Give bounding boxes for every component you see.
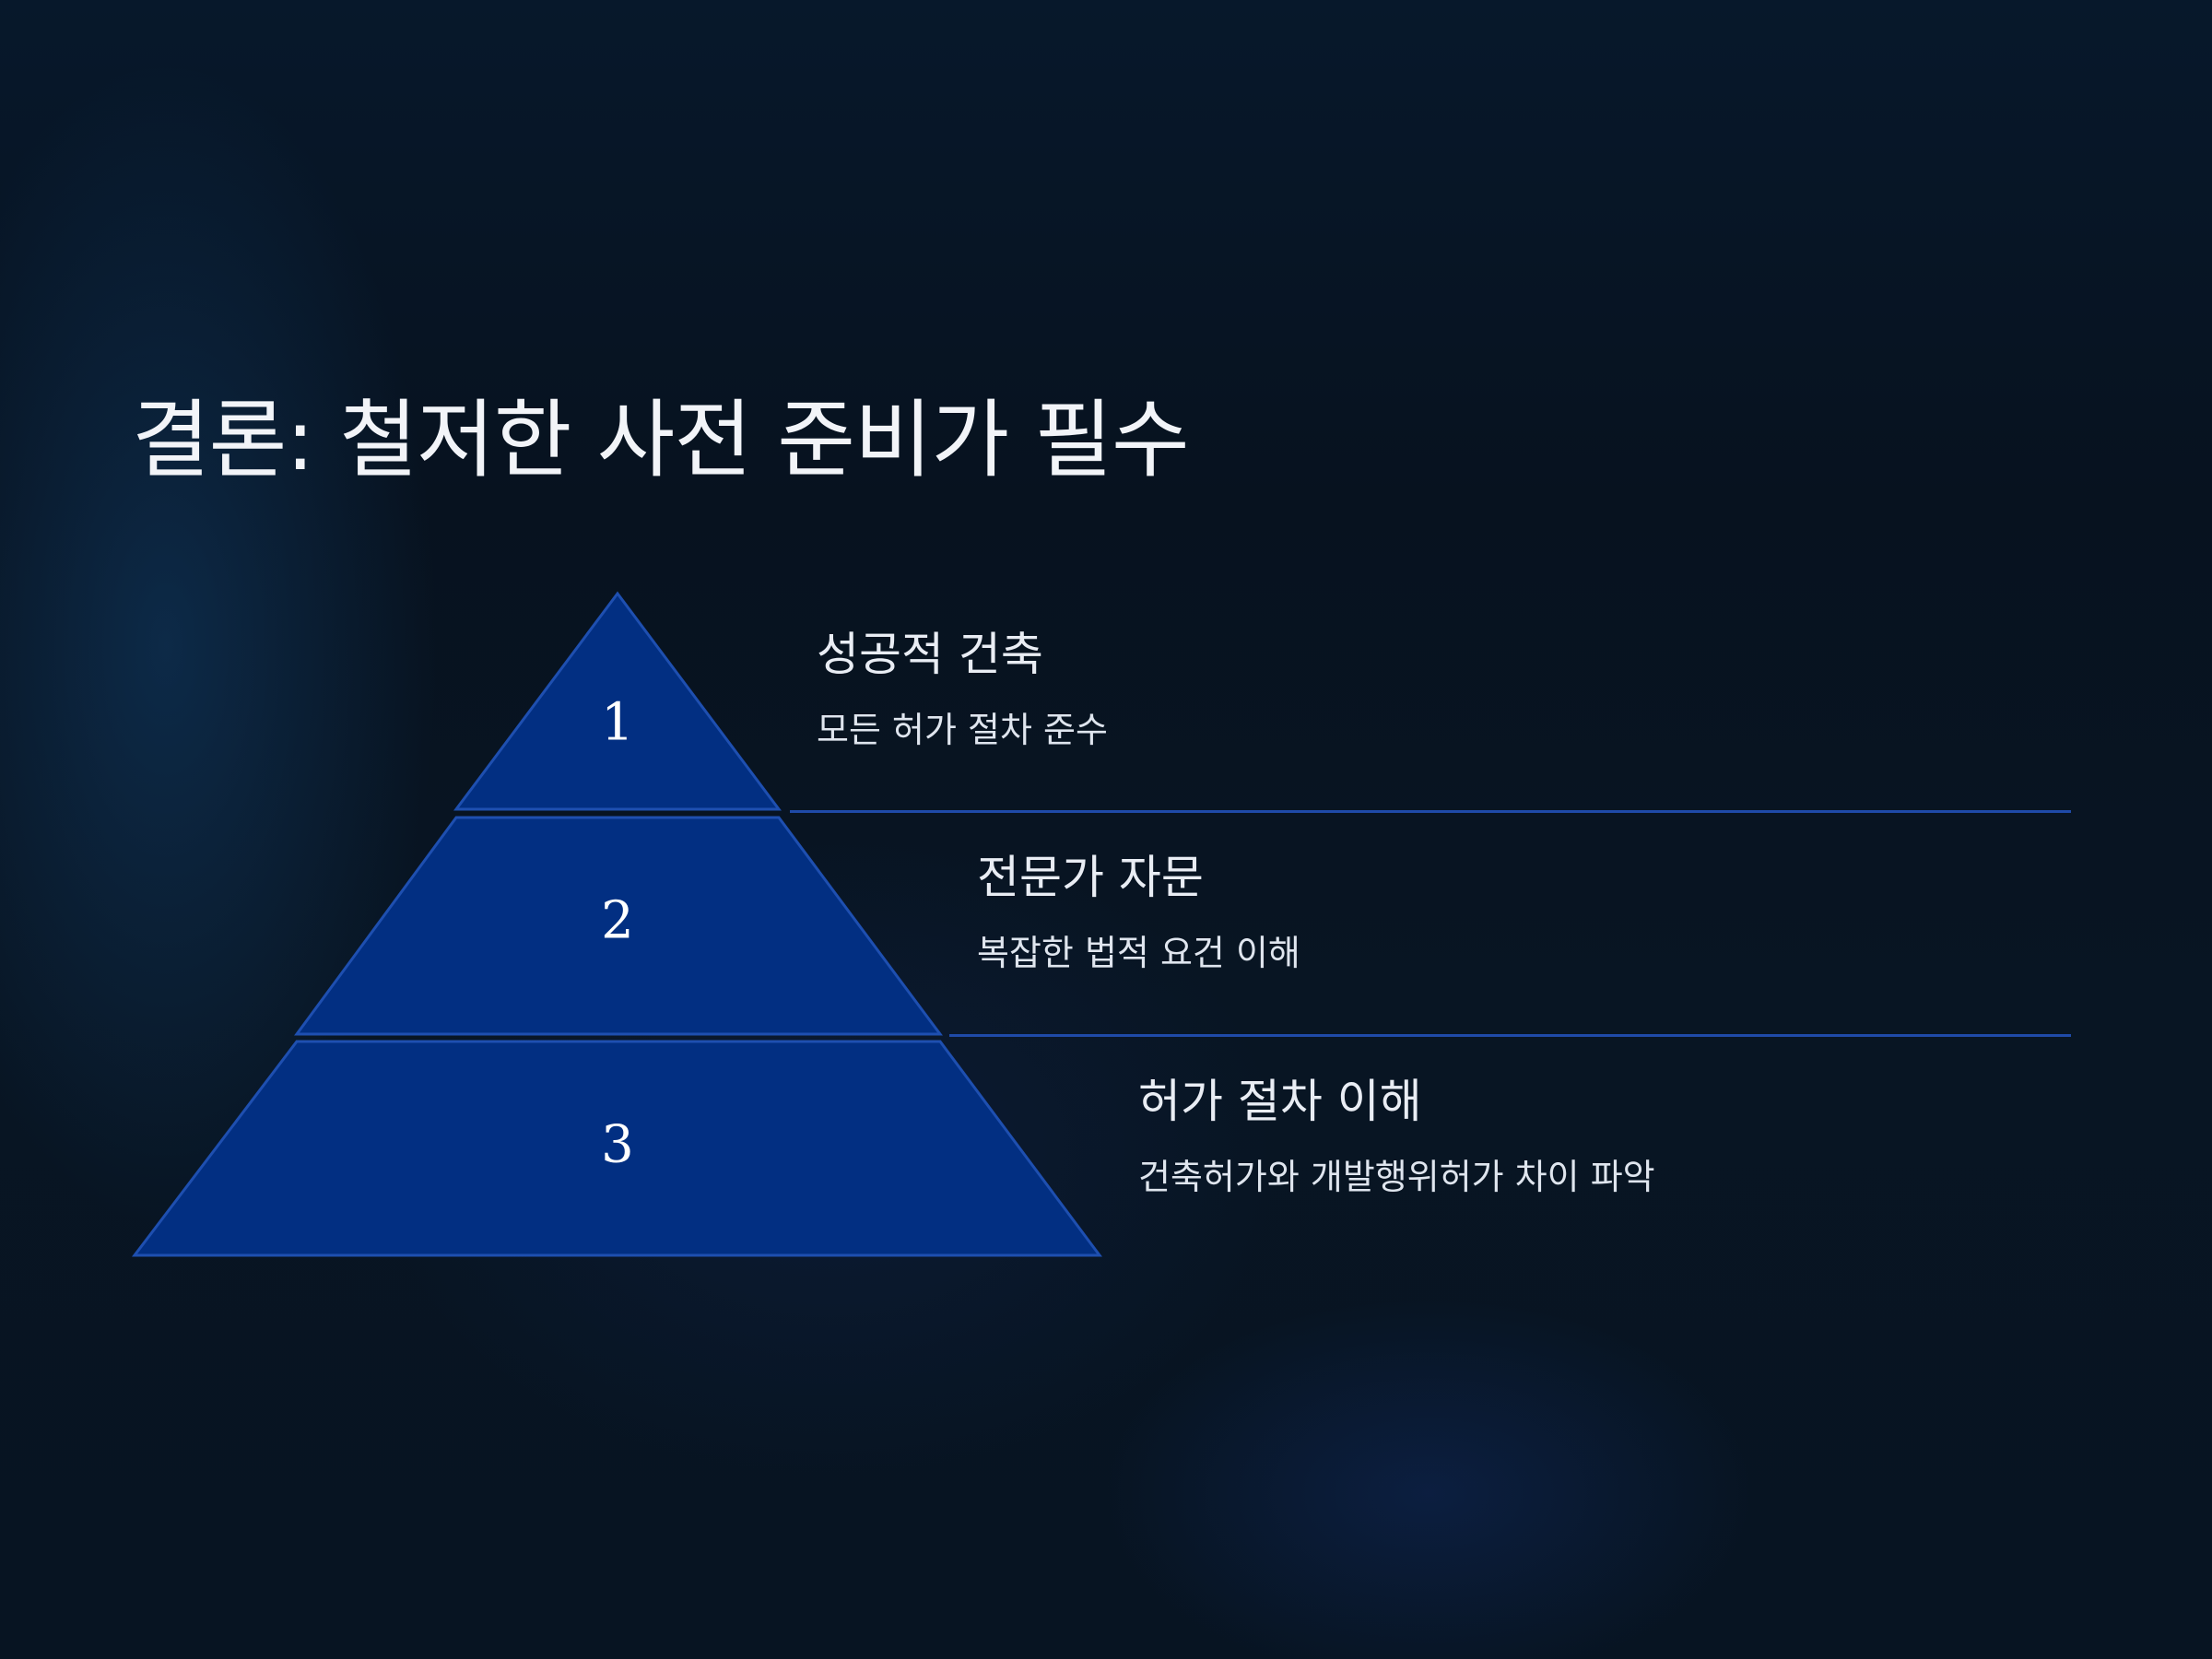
divider-2 xyxy=(949,1034,2071,1037)
tier-1-number: 1 xyxy=(601,693,634,753)
tier-1-label: 성공적 건축 모든 허가 절차 준수 xyxy=(817,627,1108,752)
tier-2-heading: 전문가 자문 xyxy=(977,851,1204,904)
tier-3-heading: 허가 절차 이해 xyxy=(1138,1075,1422,1128)
tier-3-shape xyxy=(131,1040,1102,1257)
pyramid-tier-2: 2 xyxy=(294,816,943,1036)
pyramid-tier-3: 3 xyxy=(131,1040,1102,1257)
pyramid-tier-1: 1 xyxy=(453,591,782,811)
tier-2-label: 전문가 자문 복잡한 법적 요건 이해 xyxy=(977,850,1300,975)
tier-2-shape xyxy=(294,816,943,1036)
tier-3-label: 허가 절차 이해 건축허가와 개발행위허가 차이 파악 xyxy=(1138,1074,1655,1199)
tier-3-description: 건축허가와 개발행위허가 차이 파악 xyxy=(1138,1157,1655,1197)
slide-title: 결론: 철저한 사전 준비가 필수 xyxy=(132,391,1190,489)
tier-2-number: 2 xyxy=(601,891,634,951)
tier-2-description: 복잡한 법적 요건 이해 xyxy=(977,933,1300,973)
divider-1 xyxy=(790,810,2071,813)
tier-1-shape xyxy=(453,591,782,811)
tier-1-heading: 성공적 건축 xyxy=(817,628,1043,681)
tier-3-number: 3 xyxy=(601,1115,634,1175)
tier-1-description: 모든 허가 절차 준수 xyxy=(817,710,1108,750)
